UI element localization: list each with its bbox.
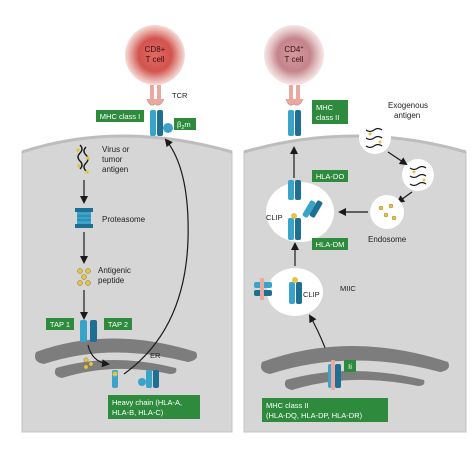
tcr-receptor-right [285,85,304,106]
er-organelle-right [261,346,449,390]
internalized-antigen-icon [409,165,427,187]
tcr-receptor-left [146,85,165,106]
mhc-ii-clip-miic [289,277,302,304]
antigenic-label-line2: peptide [98,276,125,285]
heavy-chain-icon [112,370,159,388]
endosome [370,195,404,229]
ii-label: Ii [348,362,352,371]
clip-label-lower: CLIP [303,290,320,299]
virus-label-line1: Virus or [102,145,130,154]
virus-label-line3: antigen [102,165,128,174]
mhc-ii-info-badge [262,398,388,422]
arrow-tap-to-mhc [87,344,110,368]
hla-do-complex [288,180,301,200]
right-panel-mhc-class-ii: CD4+ T cell MHC class II Exogenous antig… [243,25,467,433]
hla-dm-complex [302,200,323,218]
cell-membrane-right [243,134,467,154]
cd8-t-cell [125,25,185,85]
mhc-class-ii-label-line2: class II [316,113,339,122]
cd4-label-line2: T cell [285,55,304,64]
tap1-label: TAP 1 [50,320,70,329]
exogenous-label-line1: Exogenous [388,101,428,110]
proteasome-label: Proteasome [102,215,146,224]
exogenous-antigen-icon [365,127,383,149]
apc-cell-left [21,135,233,433]
antigenic-label-line1: Antigenic [98,266,131,275]
hla-do-badge [312,170,348,182]
loading-compartment [266,182,334,242]
mhc-ii-clip-complex [288,213,301,240]
hla-dm-badge [312,238,348,250]
arrow-exogenous-to-vesicle [387,151,408,166]
antigenic-peptide-icon [77,268,91,286]
arrow-er-to-surface [123,138,189,375]
mhc-class-i-badge [96,110,144,122]
b2m-badge [174,118,196,130]
hla-dm-label: HLA-DM [316,240,345,249]
arrow-er-to-miic [309,314,327,351]
mhc-class-i-surface [150,110,173,136]
cell-membrane-left [21,134,233,154]
b2m-label: β2m [177,120,191,131]
cd8-label-line1: CD8+ [145,45,166,54]
left-panel-mhc-class-i: CD8+ T cell TCR MHC class I β2m Virus [21,25,233,433]
tcr-label: TCR [172,91,188,100]
mhc-class-ii-label-line1: MHC [316,103,334,112]
proteasome-icon [75,208,93,228]
cd8-label-line2: T cell [146,55,165,64]
tap1-badge [46,318,74,330]
endosome-label: Endosome [368,235,407,244]
internalized-vesicle [402,159,434,191]
mhc-ii-info-line2: (HLA-DQ, HLA-DP, HLA-DR) [266,411,363,420]
virus-label-line2: tumor [102,155,123,164]
tap-transporter [80,320,97,342]
arrow-vesicle-to-endosome [396,191,413,204]
er-organelle [35,338,197,378]
invariant-chain-complex-outside [254,278,272,300]
cd4-t-cell [264,25,324,85]
er-label: ER [150,351,161,360]
exogenous-label-line2: antigen [394,111,420,120]
heavy-chain-label-line1: Heavy chain (HLA-A, [112,398,182,407]
tap2-label: TAP 2 [108,320,128,329]
mhc-class-ii-badge [312,100,348,124]
virus-antigen-icon [76,144,90,174]
cd4-label-line1: CD4+ [284,45,303,54]
hla-do-label: HLA-DO [316,172,345,181]
miic-label: MIIC [340,284,356,293]
tap2-badge [104,318,132,330]
ii-badge [344,360,356,372]
heavy-chain-label-line2: HLA-B, HLA-C) [112,408,164,417]
mhc-class-ii-surface [288,110,301,136]
mhc-class-i-label: MHC class I [100,112,140,121]
mhc-ii-info-line1: MHC class II [266,401,309,410]
mhc-ii-ii-in-er [328,360,341,390]
heavy-chain-badge [108,395,200,419]
clip-label-upper: CLIP [266,213,283,222]
